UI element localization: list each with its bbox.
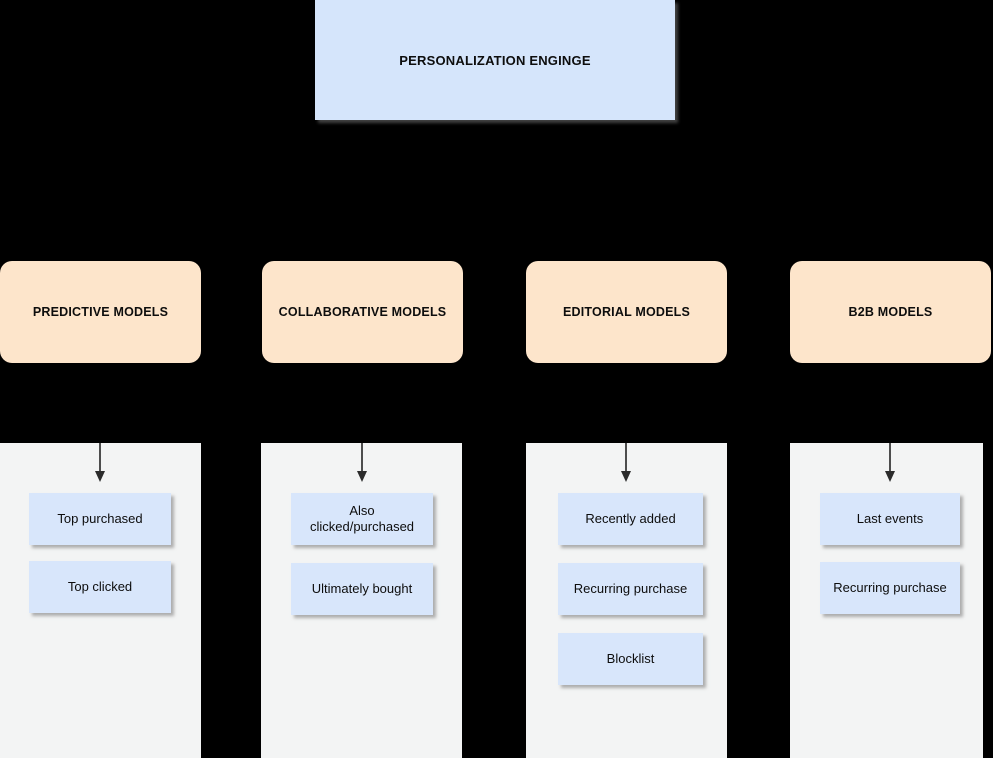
- arrow-down-b2b: [884, 443, 896, 483]
- arrow-shaft: [889, 443, 891, 473]
- list-item-label: Also clicked/purchased: [309, 502, 415, 534]
- model-label-collaborative: COLLABORATIVE MODELS: [278, 305, 447, 319]
- arrow-head-icon: [95, 471, 105, 482]
- list-item[interactable]: Also clicked/purchased: [291, 493, 433, 545]
- arrow-head-icon: [885, 471, 895, 482]
- model-label-b2b: B2B MODELS: [848, 305, 933, 319]
- personalization-engine-box[interactable]: PERSONALIZATION ENGINGE: [315, 0, 675, 120]
- list-item[interactable]: Recurring purchase: [820, 562, 960, 614]
- arrow-down-collaborative: [356, 443, 368, 483]
- model-label-predictive: PREDICTIVE MODELS: [32, 305, 169, 319]
- list-item[interactable]: Recurring purchase: [558, 563, 703, 615]
- arrow-down-predictive: [94, 443, 106, 483]
- model-box-b2b[interactable]: B2B MODELS: [790, 261, 991, 363]
- model-box-editorial[interactable]: EDITORIAL MODELS: [526, 261, 727, 363]
- list-item[interactable]: Blocklist: [558, 633, 703, 685]
- list-item-label: Ultimately bought: [311, 580, 413, 596]
- model-box-collaborative[interactable]: COLLABORATIVE MODELS: [262, 261, 463, 363]
- list-item-label: Recurring purchase: [573, 580, 688, 596]
- list-item[interactable]: Top clicked: [29, 561, 171, 613]
- list-item[interactable]: Last events: [820, 493, 960, 545]
- arrow-shaft: [361, 443, 363, 473]
- list-item-label: Blocklist: [606, 650, 655, 666]
- model-box-predictive[interactable]: PREDICTIVE MODELS: [0, 261, 201, 363]
- list-item-label: Recurring purchase: [833, 579, 947, 595]
- arrow-down-editorial: [620, 443, 632, 483]
- arrow-shaft: [625, 443, 627, 473]
- list-item-label: Top clicked: [67, 578, 133, 594]
- arrow-head-icon: [357, 471, 367, 482]
- personalization-engine-label: PERSONALIZATION ENGINGE: [399, 52, 591, 68]
- list-item-label: Recently added: [585, 510, 676, 526]
- arrow-shaft: [99, 443, 101, 473]
- model-label-editorial: EDITORIAL MODELS: [562, 305, 691, 319]
- list-item[interactable]: Ultimately bought: [291, 563, 433, 615]
- list-item-label: Last events: [856, 510, 924, 526]
- list-item-label: Top purchased: [57, 510, 143, 526]
- list-item[interactable]: Recently added: [558, 493, 703, 545]
- list-item[interactable]: Top purchased: [29, 493, 171, 545]
- arrow-head-icon: [621, 471, 631, 482]
